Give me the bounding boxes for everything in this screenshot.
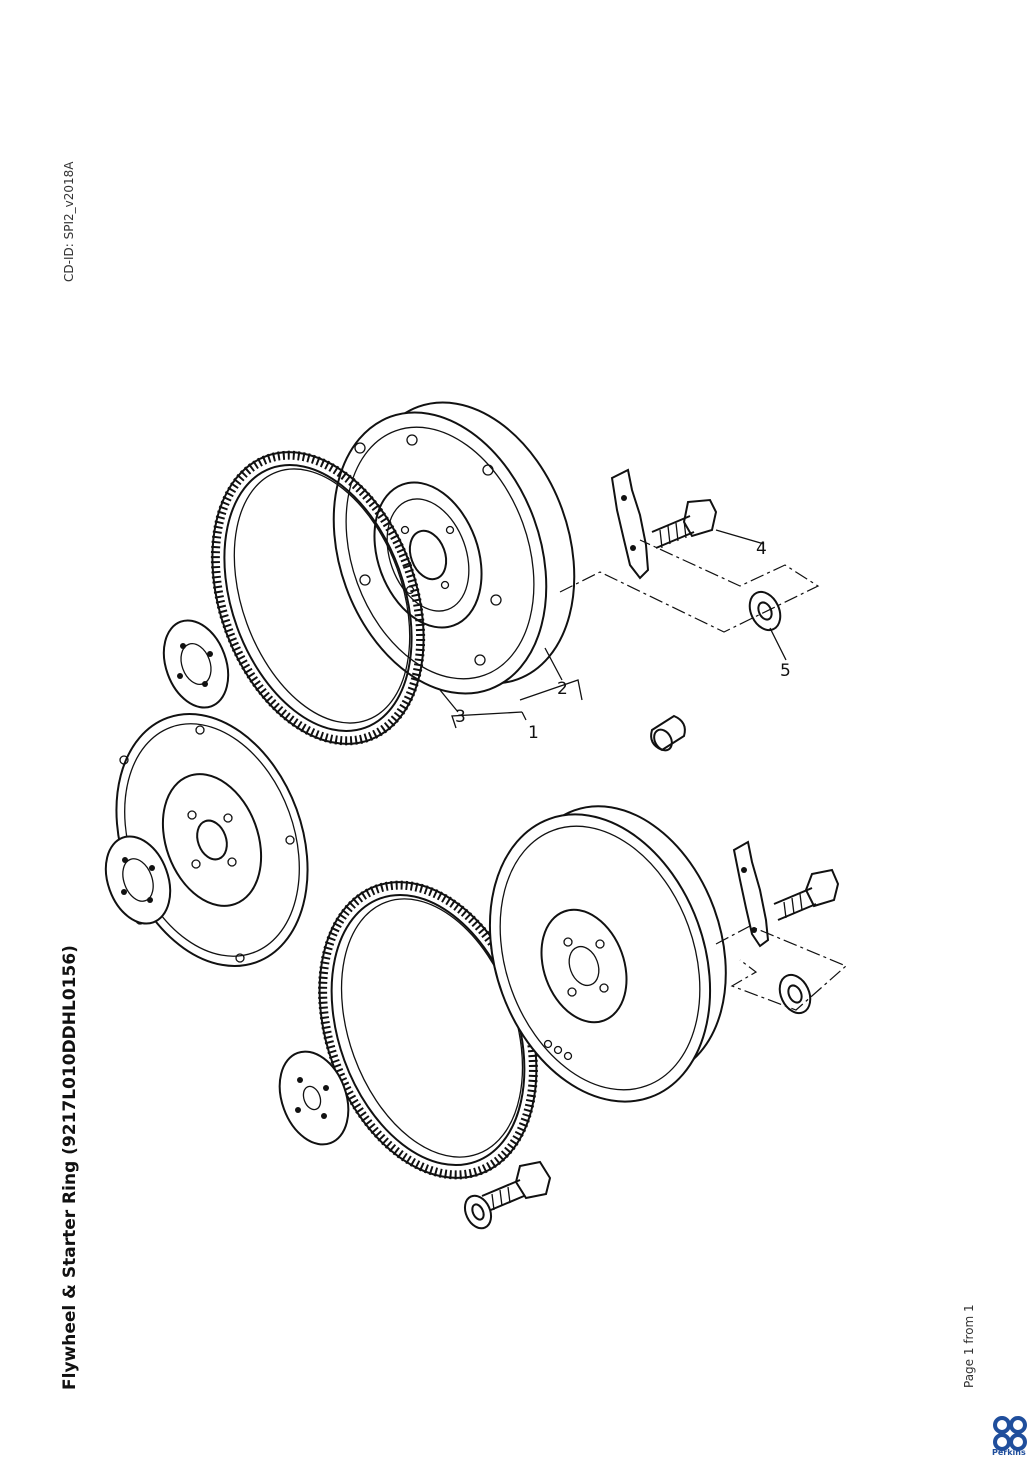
lock-plate-upper — [610, 468, 650, 580]
flywheel-upper — [332, 401, 576, 695]
bolt-lower-right — [773, 868, 840, 921]
bolt-upper — [651, 498, 765, 549]
spacer-disc-lower — [278, 1050, 350, 1146]
dowel-pin — [650, 714, 686, 752]
washer-upper — [748, 590, 787, 661]
perkins-logo-icon — [993, 1416, 1027, 1451]
adaptor-plate-upper — [162, 619, 230, 709]
callout-2: 2 — [557, 679, 568, 699]
washer-lower — [778, 973, 812, 1015]
callout-5: 5 — [780, 661, 791, 681]
bolt-lower-left — [463, 1160, 552, 1230]
callout-1: 1 — [528, 723, 539, 743]
perkins-logo-text: Perkins — [992, 1448, 1026, 1457]
flywheel-lower — [488, 805, 727, 1103]
callout-4: 4 — [756, 539, 767, 559]
callout-3: 3 — [455, 707, 466, 727]
starter-ring-upper — [210, 450, 426, 746]
lock-plate-lower — [732, 840, 770, 948]
adaptor-plate-lower — [104, 835, 172, 925]
